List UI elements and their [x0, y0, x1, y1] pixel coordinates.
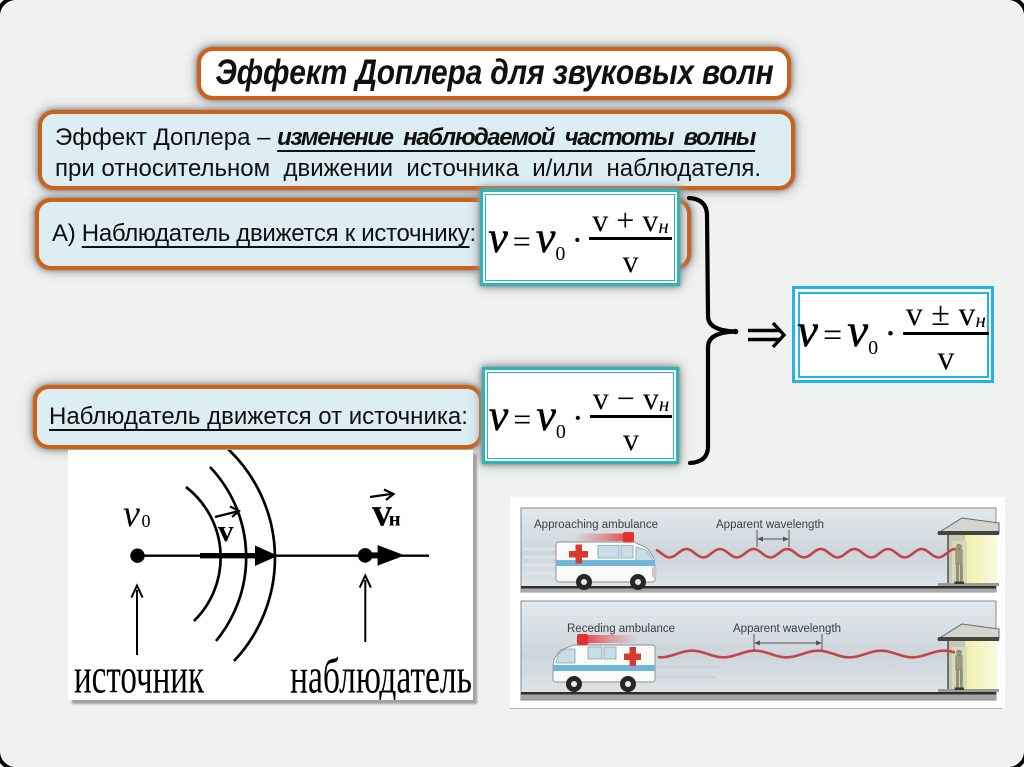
- svg-text:Approaching ambulance: Approaching ambulance: [534, 519, 658, 531]
- svg-text:наблюдатель: наблюдатель: [290, 647, 472, 700]
- svg-text:0: 0: [142, 511, 151, 531]
- svg-text:v: v: [372, 489, 392, 534]
- svg-text:Apparent wavelength: Apparent wavelength: [716, 519, 824, 531]
- svg-text:н: н: [389, 506, 401, 530]
- svg-text:ν: ν: [123, 493, 140, 535]
- svg-text:v: v: [218, 513, 234, 548]
- svg-text:Apparent wavelength: Apparent wavelength: [733, 623, 841, 635]
- svg-text:Receding ambulance: Receding ambulance: [567, 623, 675, 635]
- svg-text:источник: источник: [74, 647, 204, 700]
